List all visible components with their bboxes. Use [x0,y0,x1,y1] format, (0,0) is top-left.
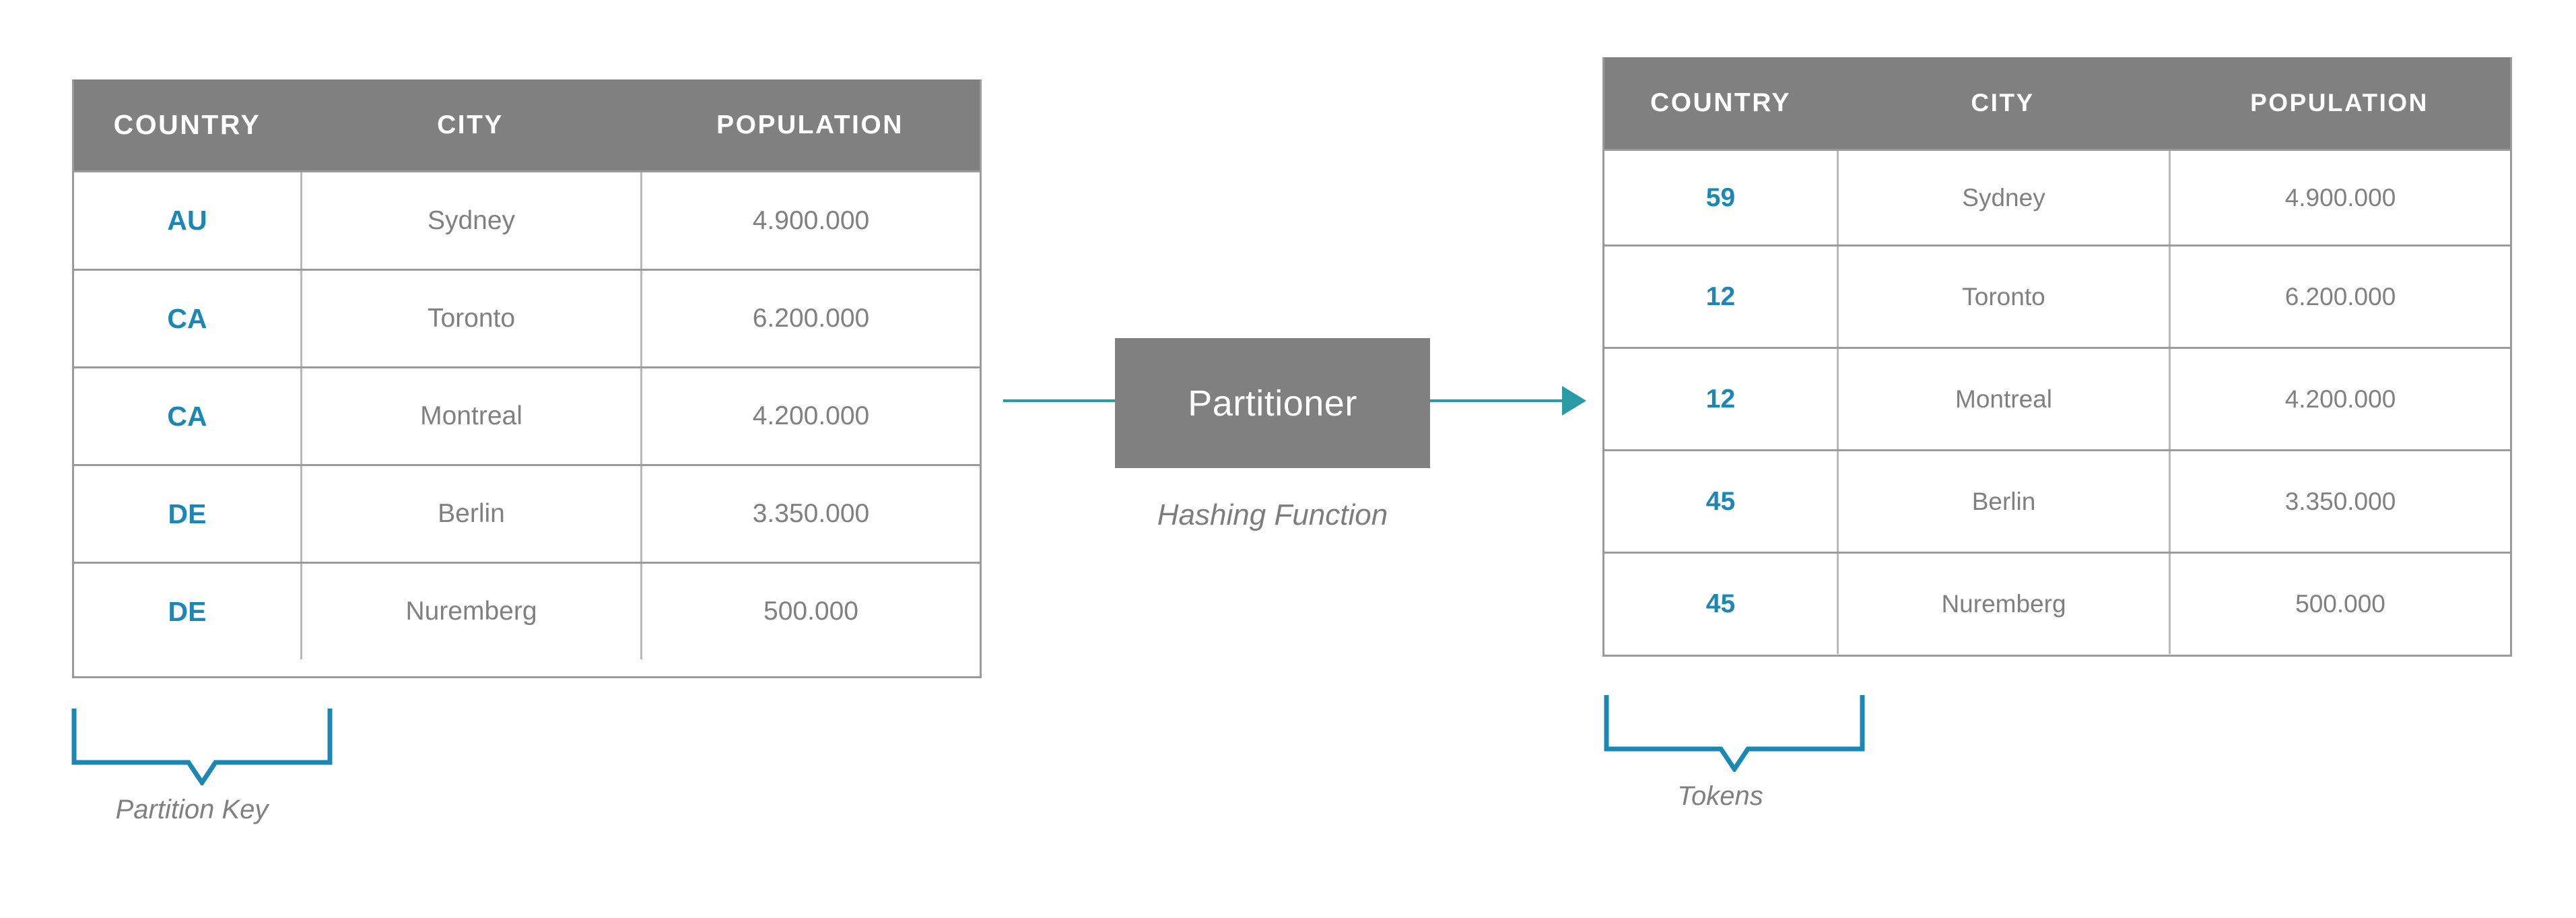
column-header-city: CITY [437,110,504,139]
column-header-population: POPULATION [716,110,904,139]
cell-country: DE [168,595,207,627]
cell-city: Toronto [1837,247,2169,347]
arrow-right-icon [1562,386,1586,416]
cell-country: CA [167,400,207,432]
partitioner-box: Partitioner [1115,338,1430,468]
cell-token: 59 [1705,183,1736,212]
cell-city: Montreal [1837,349,2169,449]
partition-key-brace [67,704,337,789]
column-header-city: CITY [1971,89,2035,117]
partition-key-table: COUNTRY CITY POPULATION AU Sydney 4.900.… [72,79,982,678]
cell-country: AU [167,205,207,236]
hashing-function-caption: Hashing Function [1157,498,1388,531]
brace-icon [1604,695,1865,774]
tokens-table: COUNTRY CITY POPULATION 59 Sydney 4.900.… [1602,57,2512,657]
tokens-brace [1600,691,1869,775]
brace-icon [71,709,333,787]
cell-city: Sydney [300,172,640,269]
table-row: 12 Montreal 4.200.000 [1604,347,2510,449]
cell-city: Nuremberg [300,564,640,659]
cell-city: Nuremberg [1837,554,2169,654]
cell-token: 12 [1705,282,1736,311]
table-header-row: COUNTRY CITY POPULATION [1604,57,2510,149]
cell-city: Toronto [300,271,640,366]
cell-country: CA [167,302,207,334]
flow-line-input [1003,399,1118,402]
cell-population: 500.000 [2169,554,2510,654]
cell-token: 45 [1705,486,1736,516]
flow-line-output [1430,399,1563,402]
cell-population: 6.200.000 [640,271,980,366]
table-row: DE Nuremberg 500.000 [74,562,980,659]
cell-city: Berlin [300,466,640,562]
cell-population: 4.200.000 [640,368,980,464]
table-row: 45 Berlin 3.350.000 [1604,449,2510,552]
cell-population: 500.000 [640,564,980,659]
cell-population: 3.350.000 [640,466,980,562]
cell-city: Sydney [1837,151,2169,244]
cell-country: DE [168,498,207,529]
cell-token: 12 [1705,384,1736,414]
table-row: CA Montreal 4.200.000 [74,366,980,464]
table-row: DE Berlin 3.350.000 [74,464,980,562]
table-row: CA Toronto 6.200.000 [74,269,980,366]
cell-population: 4.900.000 [2169,151,2510,244]
cell-population: 3.350.000 [2169,451,2510,552]
column-header-country: COUNTRY [113,109,261,140]
table-row: AU Sydney 4.900.000 [74,170,980,269]
table-row: 45 Nuremberg 500.000 [1604,552,2510,654]
tokens-caption: Tokens [1677,781,1763,811]
table-row: 59 Sydney 4.900.000 [1604,149,2510,244]
cell-population: 4.200.000 [2169,349,2510,449]
cell-token: 45 [1705,589,1736,618]
cell-city: Berlin [1837,451,2169,552]
cell-city: Montreal [300,368,640,464]
cell-population: 4.900.000 [640,172,980,269]
table-header-row: COUNTRY CITY POPULATION [74,79,980,170]
partition-key-caption: Partition Key [115,795,269,824]
column-header-population: POPULATION [2250,89,2429,117]
column-header-country: COUNTRY [1650,88,1791,117]
cell-population: 6.200.000 [2169,247,2510,347]
table-row: 12 Toronto 6.200.000 [1604,244,2510,347]
partitioner-label: Partitioner [1188,383,1357,424]
